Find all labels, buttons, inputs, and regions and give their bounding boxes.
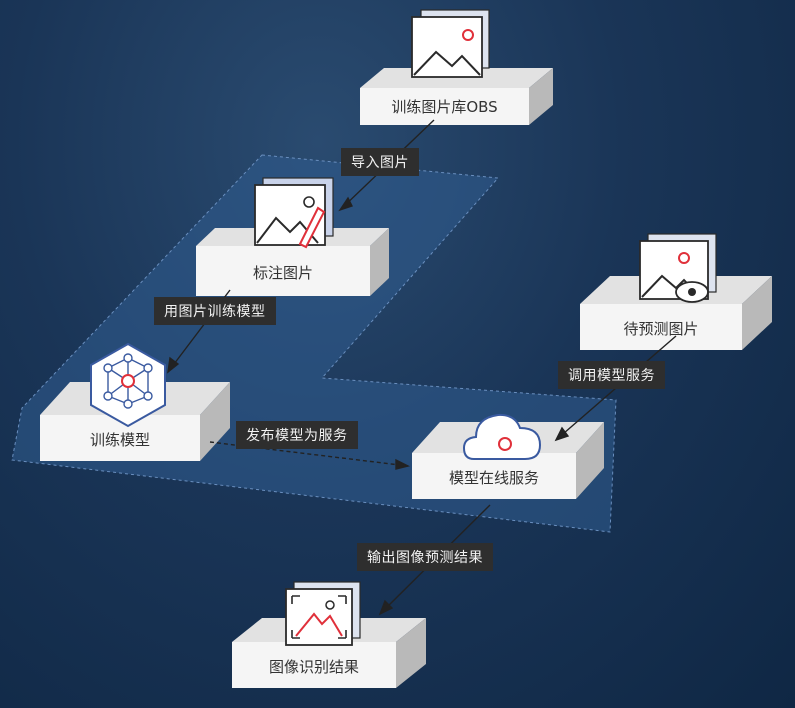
edge-label-output: 输出图像预测结果 xyxy=(357,543,493,571)
neural-network-icon xyxy=(90,342,166,428)
edge-label-deploy: 发布模型为服务 xyxy=(236,421,358,449)
edge-label-call: 调用模型服务 xyxy=(558,361,665,389)
cloud-icon xyxy=(462,413,542,460)
predict-picture-icon xyxy=(639,233,717,303)
node-label-result: 图像识别结果 xyxy=(268,658,359,676)
node-label-train: 训练模型 xyxy=(89,431,150,449)
result-picture-icon xyxy=(285,581,361,646)
node-label-annotate: 标注图片 xyxy=(252,264,313,282)
annotate-picture-icon xyxy=(254,177,334,249)
node-label-predict: 待预测图片 xyxy=(623,320,699,338)
predict-block xyxy=(580,276,772,350)
edge-label-train: 用图片训练模型 xyxy=(154,297,276,325)
node-label-service: 模型在线服务 xyxy=(448,469,539,487)
obs-block xyxy=(360,68,553,125)
node-label-obs: 训练图片库OBS xyxy=(391,98,498,116)
connector-deploy xyxy=(209,441,411,470)
picture-icon xyxy=(411,9,490,78)
edge-label-import: 导入图片 xyxy=(341,148,419,176)
